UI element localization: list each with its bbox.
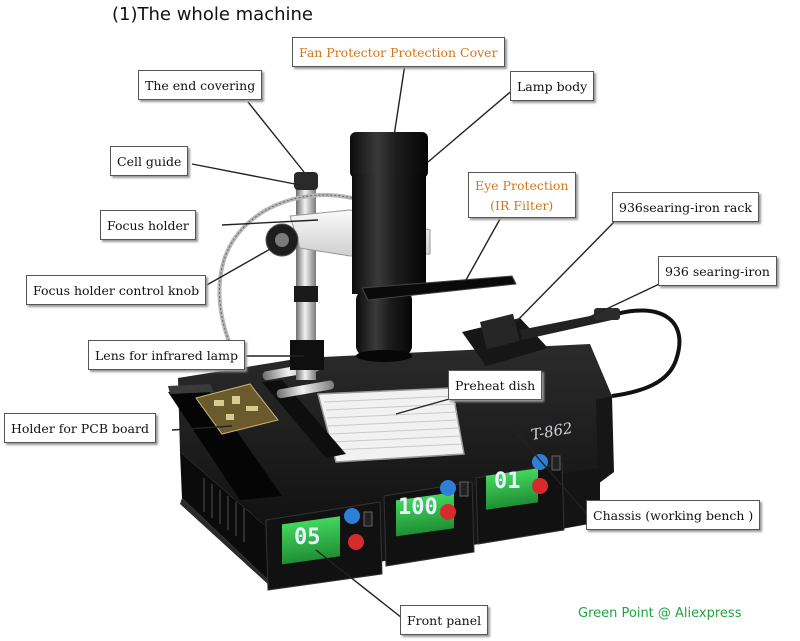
fan-cover [350,132,428,178]
pcb-components [214,396,258,420]
down-button-1[interactable] [348,534,364,550]
soldering-iron [520,312,612,340]
chassis-bottom-edge [180,498,270,586]
pcb-board [195,383,279,435]
label-eye-protection: Eye Protection (IR Filter) [468,172,576,218]
switch-1[interactable] [363,511,373,527]
leader-lines [171,63,673,619]
up-button-3[interactable] [532,454,548,470]
label-pcb-holder: Holder for PCB board [4,413,156,443]
label-focus-holder: Focus holder [100,210,196,240]
cell-guide-cap [294,172,318,190]
display-3: 01 [494,469,521,494]
pcb-holder-rail-right [262,380,346,458]
pcb-holder-rail-left [168,390,282,500]
preheat-dish-grid [323,395,463,451]
label-eye-protection-line2: (IR Filter) [490,198,554,213]
page-title: (1)The whole machine [112,4,313,25]
side-vents [203,478,245,542]
switch-3[interactable] [551,455,561,471]
control-module-2: 100 [383,480,475,567]
lamp-body [352,174,426,294]
watermark: Green Point @ Aliexpress [578,606,742,621]
label-eye-protection-line1: Eye Protection [475,178,569,193]
up-button-1[interactable] [344,508,360,524]
label-cell-guide: Cell guide [110,146,189,176]
ir-filter [361,275,517,301]
control-module-1: 05 [265,501,383,591]
lamp-lens-housing [356,290,412,356]
display-1: 05 [294,525,321,550]
up-button-2[interactable] [440,480,456,496]
label-preheat: Preheat dish [448,370,543,400]
label-chassis: Chassis (working bench ) [586,500,761,530]
pole-collar [294,286,318,302]
control-module-3: 01 [475,454,565,545]
label-fan-cover: Fan Protector Protection Cover [292,37,505,67]
switch-2[interactable] [459,481,469,497]
label-lamp-body: Lamp body [510,71,595,101]
pcb-holder-rail-left-top [168,384,214,394]
down-button-3[interactable] [532,478,548,494]
display-2: 100 [398,495,438,520]
label-focus-knob: Focus holder control knob [26,275,207,305]
label-end-covering: The end covering [138,70,263,100]
chassis-side-face [596,396,614,484]
label-lens: Lens for infrared lamp [88,340,245,370]
label-front-panel: Front panel [400,605,489,635]
iron-cable [609,308,682,398]
label-iron: 936 searing-iron [658,256,777,286]
pole-base-block [290,340,324,370]
down-button-2[interactable] [440,504,456,520]
label-iron-rack: 936searing-iron rack [612,192,759,222]
